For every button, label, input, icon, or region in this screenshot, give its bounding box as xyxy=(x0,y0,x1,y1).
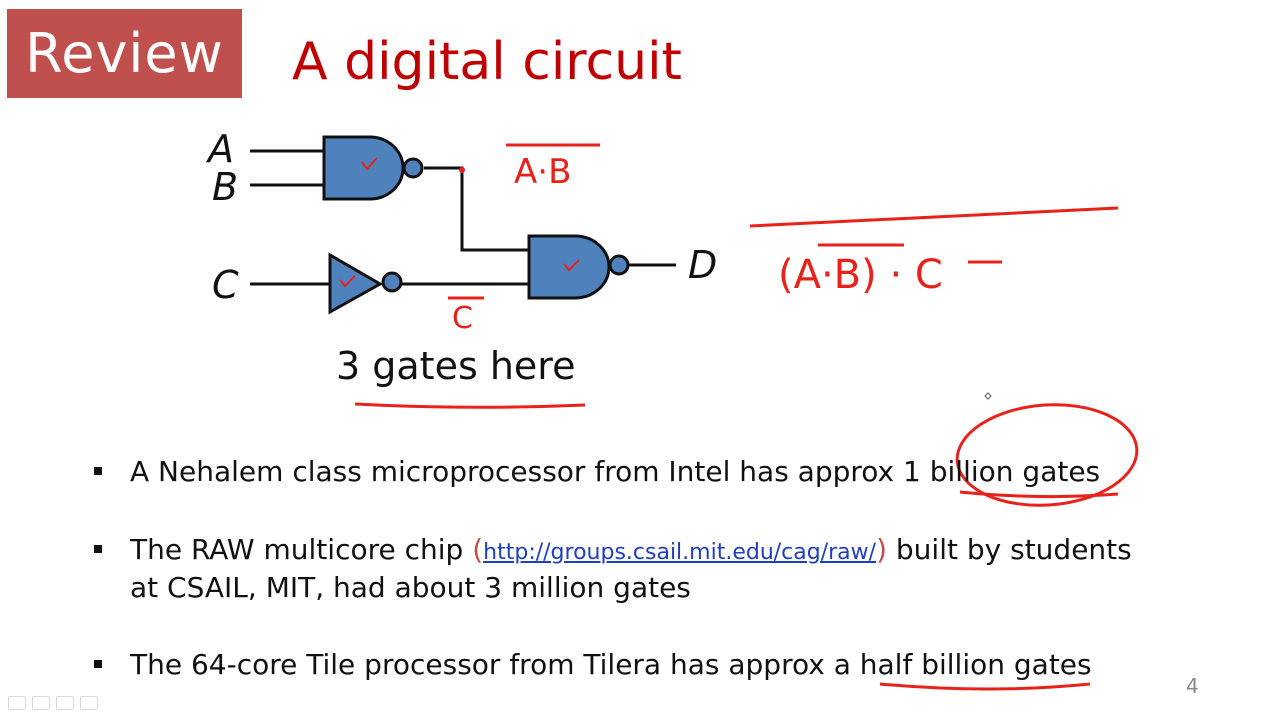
circuit-caption: 3 gates here xyxy=(336,344,576,388)
link-paren-close: ) xyxy=(876,533,887,566)
input-label-b: B xyxy=(212,165,238,209)
bullet-item-3: The 64-core Tile processor from Tilera h… xyxy=(130,646,1092,684)
annotation-expression-text: (A·B) · C xyxy=(778,252,943,298)
bullet-3-text: The 64-core Tile processor from Tilera h… xyxy=(130,648,834,681)
annotation-c-bar-text: C xyxy=(452,301,473,336)
bullet-2-text: The RAW multicore chip xyxy=(130,533,473,566)
caption-underline xyxy=(354,402,586,409)
bullet-item-1: A Nehalem class microprocessor from Inte… xyxy=(130,453,1100,491)
bullet-marker xyxy=(94,545,102,553)
nand-gate-2 xyxy=(527,234,630,300)
link-paren-open: ( xyxy=(472,533,484,566)
bullet-marker xyxy=(94,660,102,668)
slide-controls[interactable] xyxy=(8,696,128,710)
cursor-marker xyxy=(984,392,992,400)
not-gate xyxy=(328,252,403,315)
review-badge: Review xyxy=(7,9,242,98)
highlight-underline-3 xyxy=(879,682,1091,691)
output-label-d: D xyxy=(688,243,717,287)
input-label-a: A xyxy=(205,127,234,171)
bullet-2-text-after: built by students xyxy=(887,533,1132,566)
slide-title: A digital circuit xyxy=(292,32,682,92)
next-slide-icon[interactable] xyxy=(80,696,98,710)
previous-slide-icon[interactable] xyxy=(8,696,26,710)
bullet-item-2-line-2: at CSAIL, MIT, had about 3 million gates xyxy=(130,571,691,604)
annotation-expression: (A·B) · C xyxy=(749,206,1119,298)
pen-icon[interactable] xyxy=(32,696,50,710)
annotation-ab-bar: A·B xyxy=(459,143,600,192)
input-label-c: C xyxy=(212,263,239,307)
bullet-3-highlight: a half billion gates xyxy=(833,648,1092,681)
bullet-1-highlight: 1 billion gates xyxy=(903,455,1101,488)
menu-icon[interactable] xyxy=(56,696,74,710)
bullet-1-text: A Nehalem class microprocessor from Inte… xyxy=(130,455,904,488)
annotation-ab-bar-text: A·B xyxy=(514,152,571,192)
raw-project-link[interactable]: http://groups.csail.mit.edu/cag/raw/ xyxy=(483,540,877,565)
page-number: 4 xyxy=(1186,674,1199,698)
annotation-c-bar: C xyxy=(448,296,484,336)
bullet-marker xyxy=(94,467,102,475)
wires xyxy=(250,149,676,286)
nand-gate-1 xyxy=(322,135,424,201)
highlight-underline-1 xyxy=(959,490,1119,499)
bullet-item-2: The RAW multicore chip (http://groups.cs… xyxy=(130,531,1132,572)
highlight-circle xyxy=(955,403,1139,507)
